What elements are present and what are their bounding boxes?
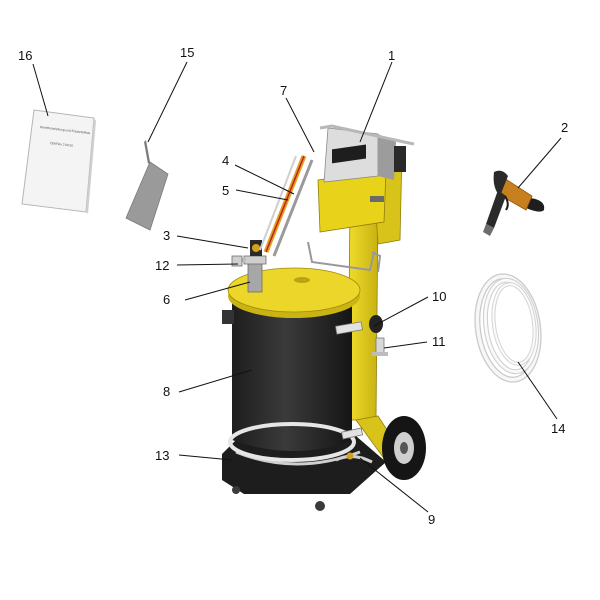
callout-9: 9 (428, 512, 435, 527)
callout-2: 2 (561, 120, 568, 135)
powder-hose-coil (474, 273, 542, 383)
air-fitting (335, 315, 383, 335)
fluidizing-fitting (231, 255, 243, 267)
wheel (382, 416, 426, 480)
trolley-frame (307, 124, 415, 465)
callout-6: 6 (163, 292, 170, 307)
operating-manual: Betriebsanleitung und Ersatzteilliste Op… (21, 109, 96, 214)
powder-hopper (222, 300, 356, 462)
air-connector (372, 337, 388, 356)
spray-gun (483, 170, 545, 236)
manual-title-line1: Betriebsanleitung und Ersatzteilliste (40, 125, 91, 135)
leader-lines (32, 61, 562, 513)
callout-12: 12 (155, 258, 169, 273)
callout-8: 8 (163, 384, 170, 399)
fluid-hose-connection (335, 427, 373, 464)
callout-5: 5 (222, 183, 229, 198)
callout-11: 11 (432, 334, 446, 349)
callout-14: 14 (551, 421, 565, 436)
callout-15: 15 (180, 45, 194, 60)
callout-10: 10 (432, 289, 446, 304)
filter-card (125, 140, 169, 231)
injector-fittings (250, 240, 262, 256)
callout-13: 13 (155, 448, 169, 463)
callout-4: 4 (222, 153, 229, 168)
callout-16: 16 (18, 48, 32, 63)
callout-3: 3 (163, 228, 170, 243)
manual-title-line2: OptiFlex 2 BF20 (50, 141, 74, 148)
callout-1: 1 (388, 48, 395, 63)
callout-labels: 1 2 3 4 5 6 7 8 9 10 11 12 13 14 15 16 (18, 45, 568, 527)
suction-tubes (259, 155, 314, 257)
callout-7: 7 (280, 83, 287, 98)
